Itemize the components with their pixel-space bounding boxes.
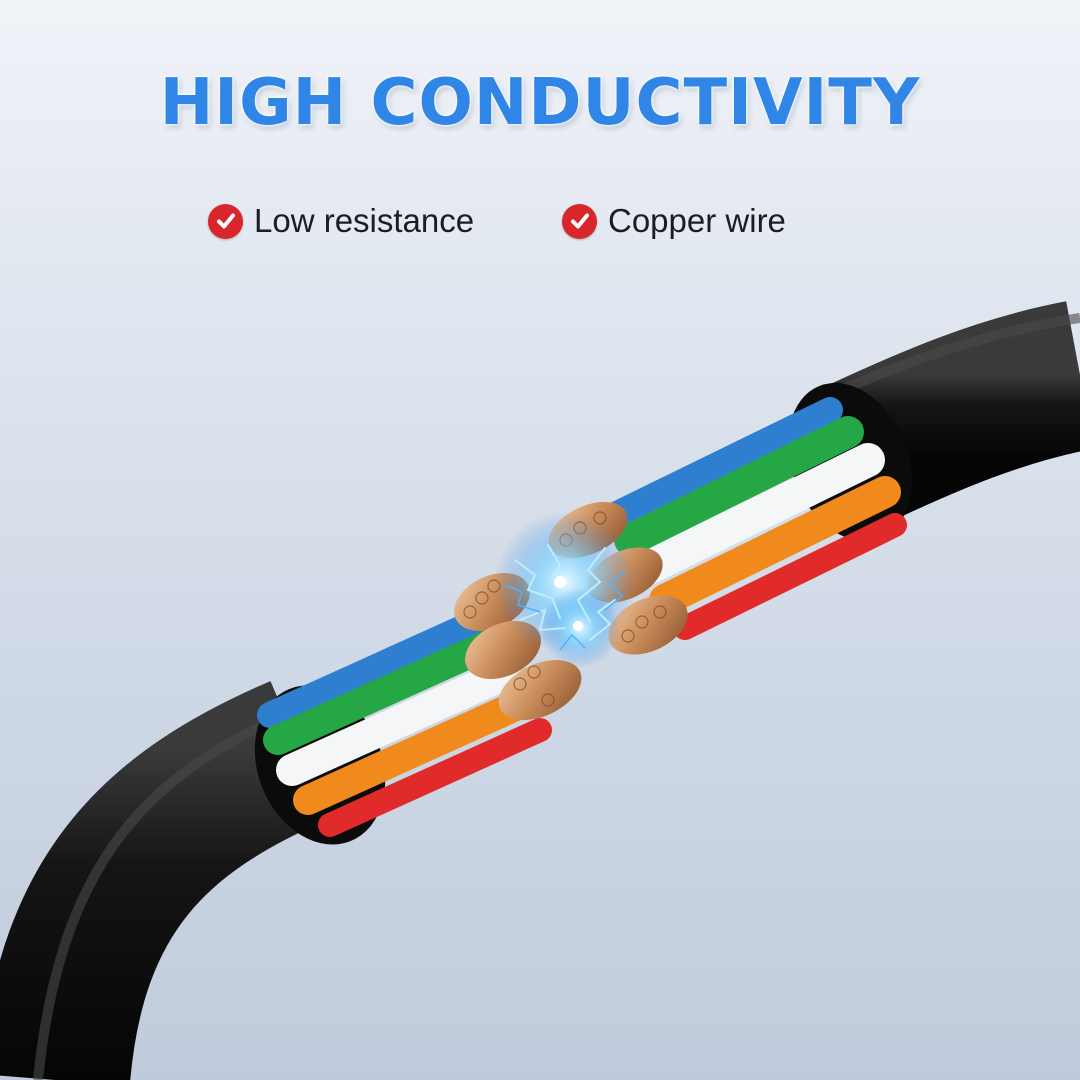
feature-label: Low resistance bbox=[254, 202, 475, 239]
wire-bundle-right bbox=[602, 397, 907, 640]
feature-label: Copper wire bbox=[608, 202, 786, 239]
feature-list: Low resistance Copper wire bbox=[0, 196, 1080, 246]
headline: HIGH CONDUCTIVITY bbox=[159, 66, 921, 140]
check-circle-icon bbox=[208, 203, 243, 239]
feature-low-resistance: Low resistance bbox=[208, 196, 474, 246]
spark-effect bbox=[495, 512, 635, 668]
wire-bundle-left bbox=[257, 607, 552, 837]
feature-copper-wire: Copper wire bbox=[562, 196, 786, 246]
check-circle-icon bbox=[562, 203, 597, 239]
